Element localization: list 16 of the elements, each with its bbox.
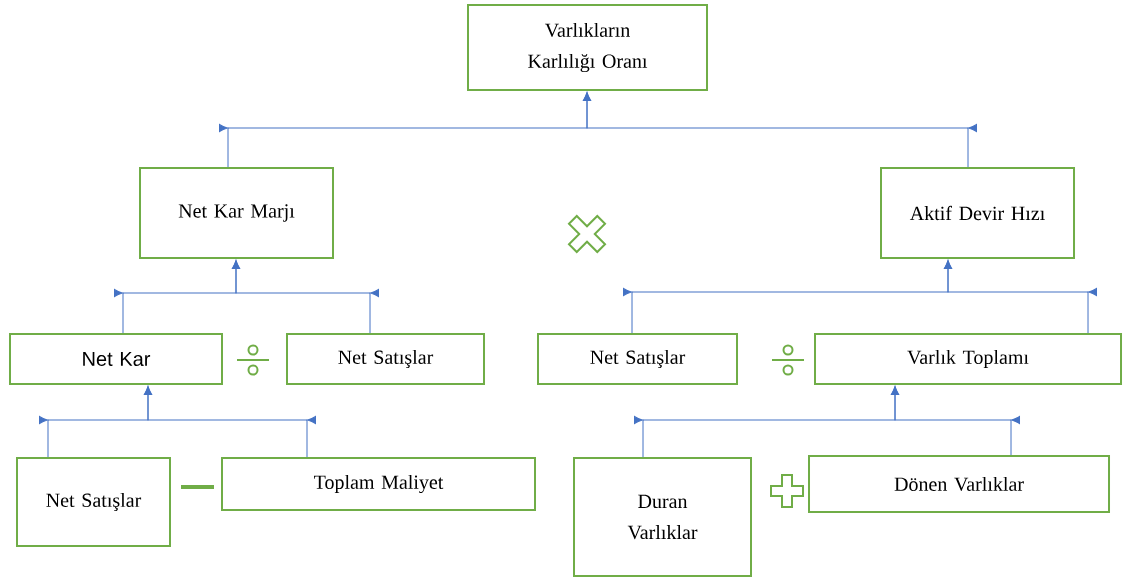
process-box: Dönen Varlıklar — [808, 455, 1110, 513]
arrow — [582, 92, 977, 168]
arrow — [890, 386, 1020, 456]
process-box: Duran Varlıklar — [573, 457, 752, 577]
arrow — [143, 386, 316, 458]
process-box: Varlık Toplamı — [814, 333, 1122, 385]
process-box: Toplam Maliyet — [221, 457, 536, 511]
process-box: Net Satışlar — [16, 457, 171, 547]
process-box: Net Kar Marjı — [139, 167, 334, 259]
process-box: Net Kar — [9, 333, 223, 385]
arrow — [231, 260, 379, 334]
arrow — [943, 260, 1097, 334]
process-box: Varlıkların Karlılığı Oranı — [467, 4, 708, 91]
process-box: Aktif Devir Hızı — [880, 167, 1075, 259]
process-box: Net Satışlar — [537, 333, 738, 385]
process-box: Net Satışlar — [286, 333, 485, 385]
